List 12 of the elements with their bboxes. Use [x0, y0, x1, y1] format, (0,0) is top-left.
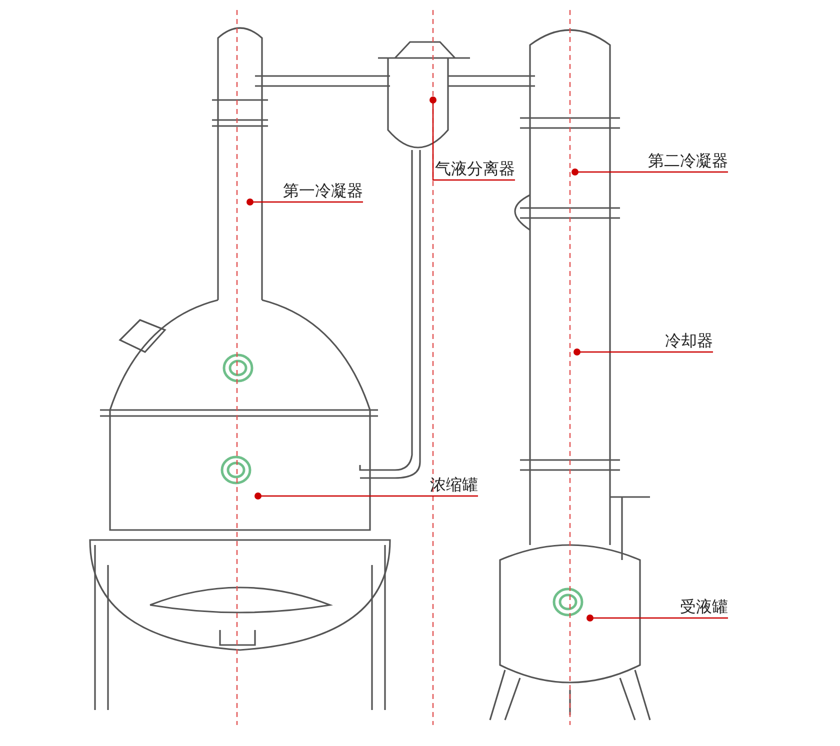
part-label: 第二冷凝器	[648, 150, 728, 172]
leader-line	[586, 614, 728, 622]
leader-line	[430, 96, 515, 181]
part-label: 第一冷凝器	[283, 180, 363, 202]
part-label: 冷却器	[665, 330, 713, 352]
part-label: 受液罐	[680, 596, 728, 618]
leader-line	[246, 198, 363, 206]
part-label: 气液分离器	[435, 158, 515, 180]
leader-line	[574, 348, 713, 356]
leader-line	[254, 492, 478, 500]
leader-line	[572, 168, 728, 176]
part-label: 浓缩罐	[430, 474, 478, 496]
